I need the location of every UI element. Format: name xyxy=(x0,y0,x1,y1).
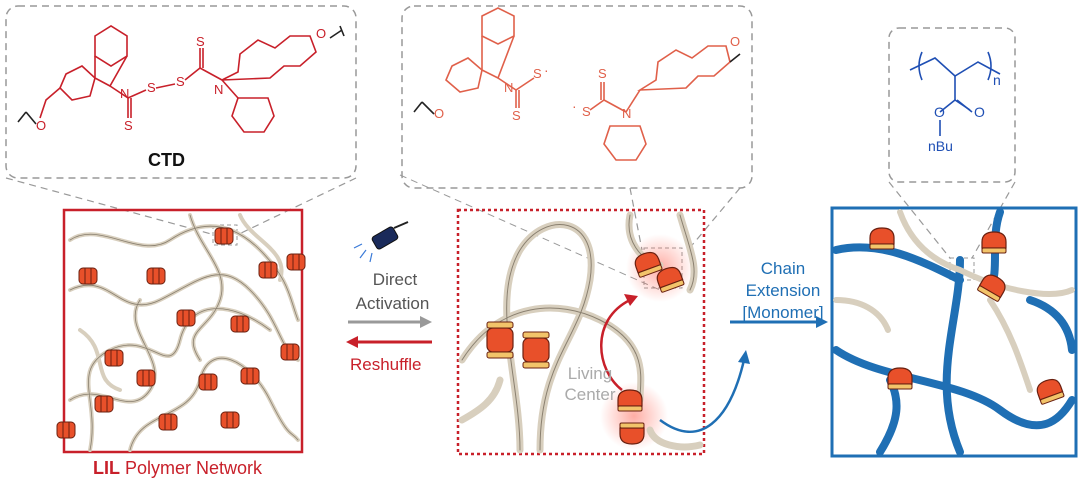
lamp-icon xyxy=(353,221,409,263)
ctd-label: CTD xyxy=(148,150,185,170)
radical-atom-s2: S xyxy=(512,108,521,123)
radical-dot-1: · xyxy=(544,62,549,78)
activated-network-panel xyxy=(456,208,706,456)
radical-callout xyxy=(399,5,753,291)
crosslink-node xyxy=(158,413,178,431)
ctd-callout xyxy=(5,5,357,246)
crosslink-node xyxy=(240,367,260,385)
radical-molecule xyxy=(445,7,731,161)
radical-atom-n-right: N xyxy=(622,106,632,121)
radical-half xyxy=(869,227,895,250)
radical-atom-o-left: O xyxy=(434,106,445,121)
chain-label-line2: Extension xyxy=(745,281,821,300)
radical-bonds-black xyxy=(413,53,741,115)
ctd-crosslink xyxy=(486,321,514,359)
activation-label: Activation xyxy=(355,294,430,313)
reshuffle-arrow xyxy=(346,336,432,348)
activation-arrow xyxy=(348,316,432,328)
chain-extension-arrow xyxy=(659,316,828,433)
crosslink-node xyxy=(230,315,250,333)
chain-label-line3: [Monomer] xyxy=(742,303,824,322)
crosslink-node xyxy=(198,373,218,391)
crosslink-node xyxy=(258,261,278,279)
radical-half xyxy=(1034,376,1065,406)
crosslink-node xyxy=(220,411,240,429)
chain-extension-label: Chain Extension [Monomer] xyxy=(728,258,838,324)
polymer-o-carbonyl: O xyxy=(974,104,985,120)
ctd-atom-s4: S xyxy=(196,34,205,49)
radical-atom-s3: S xyxy=(582,104,591,119)
radical-half xyxy=(981,231,1007,254)
radical-half xyxy=(976,271,1009,303)
ctd-atom-o-left: O xyxy=(36,118,47,133)
crosslink-node xyxy=(56,421,76,439)
ctd-atom-n-left: N xyxy=(120,86,130,101)
radical-atom-o-right: O xyxy=(730,34,741,49)
radical-atom-s1: S xyxy=(533,66,542,81)
living-label-line2: Center xyxy=(564,385,616,404)
crosslink-node xyxy=(94,395,114,413)
caption-bold: LIL xyxy=(93,458,120,478)
ctd-molecule xyxy=(39,25,317,133)
ctd-crosslink xyxy=(522,331,550,369)
extended-network-panel xyxy=(830,206,1078,458)
ctd-atom-s3: S xyxy=(124,118,133,133)
radical-atom-n-left: N xyxy=(504,80,514,95)
living-label-line1: Living xyxy=(567,364,613,383)
chain-label-line1: Chain xyxy=(760,259,806,278)
figure-caption: LIL Polymer Network xyxy=(93,458,262,479)
radical-dot-2: · xyxy=(572,98,577,114)
ctd-atom-n-right: N xyxy=(214,82,224,97)
polymer-o-label: O xyxy=(934,104,945,120)
crosslink-node xyxy=(176,309,196,327)
radical-half xyxy=(619,422,645,445)
crosslink-node xyxy=(280,343,300,361)
crosslink-node xyxy=(104,349,124,367)
caption-rest: Polymer Network xyxy=(120,458,263,478)
polymer-n-subscript: n xyxy=(993,72,1001,88)
radical-half xyxy=(617,389,643,412)
ctd-atom-s2: S xyxy=(176,74,185,89)
radical-half xyxy=(887,367,913,390)
radical-atom-s4: S xyxy=(598,66,607,81)
reshuffle-label: Reshuffle xyxy=(350,355,422,374)
ctd-atom-o-right: O xyxy=(316,26,327,41)
crosslink-node xyxy=(146,267,166,285)
crosslink-node xyxy=(286,253,306,271)
crosslink-node xyxy=(214,227,234,245)
living-center-label: Living Center xyxy=(560,363,620,405)
lil-network-panel xyxy=(56,208,306,454)
direct-label: Direct xyxy=(372,270,418,289)
ctd-atom-s1: S xyxy=(147,80,156,95)
crosslink-node xyxy=(78,267,98,285)
crosslink-node xyxy=(136,369,156,387)
ctd-bonds-black xyxy=(17,25,345,125)
polymer-nbu-label: nBu xyxy=(928,138,953,154)
polymer-structure xyxy=(909,51,1001,136)
